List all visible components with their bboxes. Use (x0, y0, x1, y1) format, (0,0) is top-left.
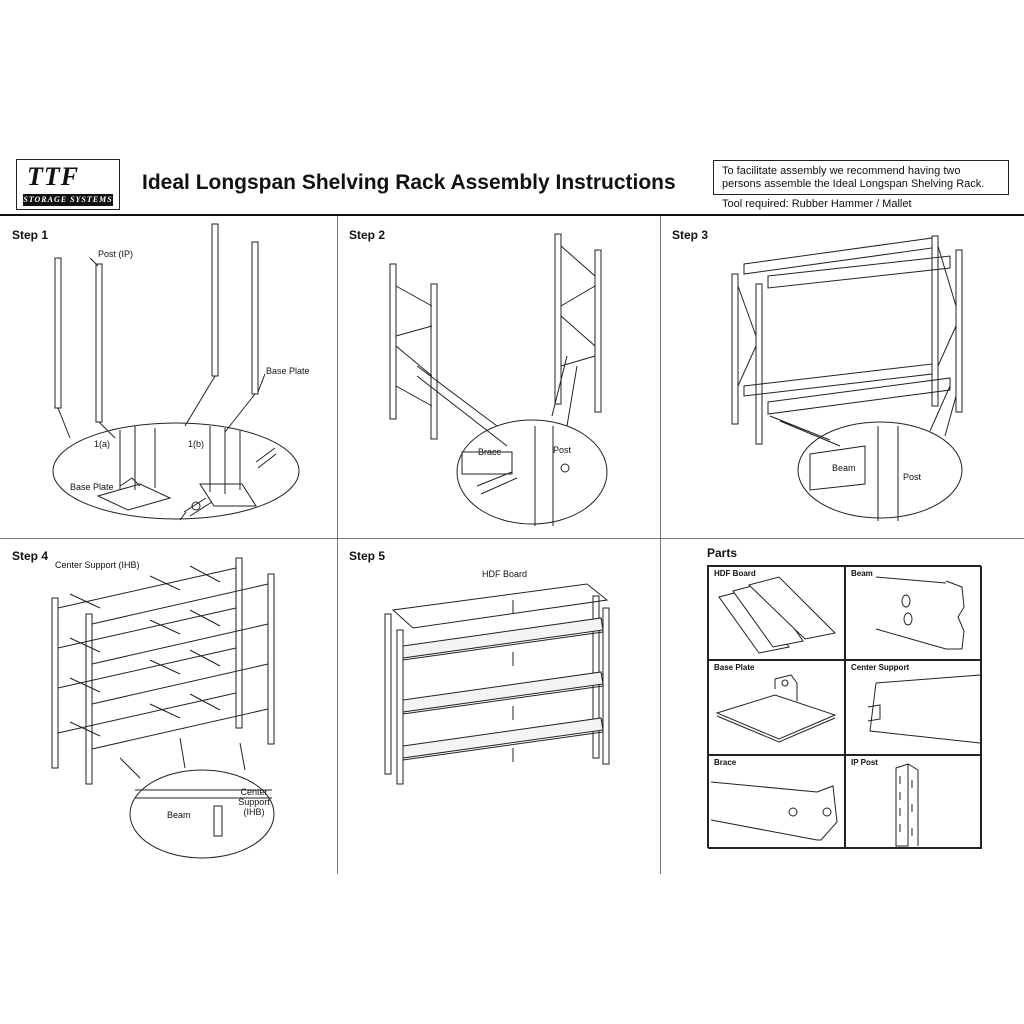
step-3-illustration (660, 216, 1024, 538)
step-3-post-label: Post (903, 472, 922, 482)
tool-requirement: Tool required: Rubber Hammer / Mallet (722, 198, 912, 210)
part-hdf-board: HDF Board (708, 566, 845, 660)
step-3-beam-label: Beam (832, 463, 856, 473)
step-4-detail-center-support-label: Center Support (IHB) (238, 787, 270, 817)
step-1-base-plate-label: Base Plate (266, 366, 310, 376)
part-beam: Beam (845, 566, 982, 660)
column-divider-2 (660, 216, 661, 874)
step-5-illustration (337, 538, 660, 874)
step-4-title: Step 4 (12, 549, 49, 563)
step-4-center-support-label: Center Support (IHB) (55, 560, 140, 570)
part-center-support: Center Support (845, 660, 982, 755)
step-2-post-label: Post (553, 445, 572, 455)
step-1-illustration (0, 216, 337, 538)
part-label: HDF Board (714, 569, 756, 578)
step-5-hdf-board-label: HDF Board (482, 569, 528, 579)
step-1-post-label: Post (IP) (98, 249, 134, 259)
part-label: Beam (851, 569, 873, 578)
step-2-title: Step 2 (349, 228, 386, 242)
row-divider (0, 538, 1024, 539)
logo-text: TTF (27, 162, 80, 191)
step-4-beam-label: Beam (167, 810, 191, 820)
step-3-title: Step 3 (672, 228, 709, 242)
page-title: Ideal Longspan Shelving Rack Assembly In… (142, 171, 676, 194)
header-rule (0, 214, 1024, 216)
part-base-plate: Base Plate (708, 660, 845, 755)
part-brace: Brace (708, 755, 845, 849)
part-ip-post: IP Post (845, 755, 982, 849)
logo-subtext: STORAGE SYSTEMS (23, 194, 113, 206)
part-label: IP Post (851, 758, 878, 767)
part-label: Base Plate (714, 663, 755, 672)
step-4-illustration (0, 538, 337, 874)
part-label: Brace (714, 758, 737, 767)
step-2-illustration (337, 216, 660, 538)
step-1-title: Step 1 (12, 228, 49, 242)
step-1-detail-base-plate-label: Base Plate (70, 482, 114, 492)
part-label: Center Support (851, 663, 910, 672)
step-1a-label: 1(a) (94, 439, 111, 449)
step-1b-label: 1(b) (188, 439, 205, 449)
brand-logo: TTF STORAGE SYSTEMS (16, 159, 120, 210)
parts-title: Parts (707, 546, 738, 560)
column-divider-1 (337, 216, 338, 874)
step-5-title: Step 5 (349, 549, 386, 563)
assembly-note: To facilitate assembly we recommend havi… (713, 160, 1009, 195)
parts-grid: HDF Board Beam Base Plate (707, 565, 982, 849)
